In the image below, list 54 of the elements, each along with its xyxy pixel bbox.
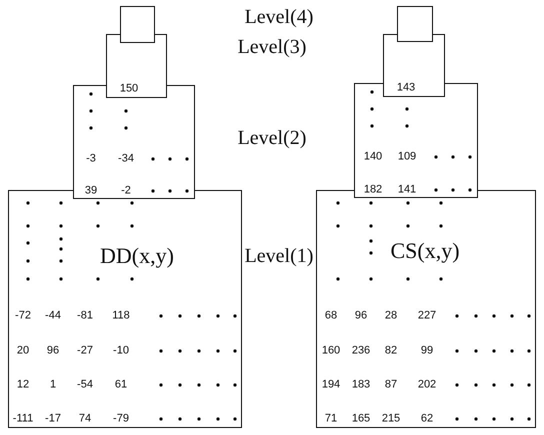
number: 74 (78, 414, 92, 424)
number: 141 (398, 184, 416, 196)
level-box (383, 34, 445, 97)
number: 165 (352, 414, 370, 424)
number: -3 (86, 154, 96, 164)
number: 143 (396, 82, 416, 94)
number: -54 (77, 380, 93, 390)
number: 61 (114, 380, 128, 390)
number: 109 (398, 152, 416, 162)
empty-box (120, 6, 155, 43)
number: 99 (420, 346, 434, 356)
matrix-label: DD(x,y) (100, 245, 174, 267)
number: 183 (352, 380, 370, 390)
number: -79 (113, 414, 129, 424)
number: 118 (112, 310, 130, 322)
number: 87 (384, 380, 398, 390)
number: 182 (364, 184, 382, 196)
number: 82 (384, 346, 398, 356)
number: 68 (324, 310, 338, 322)
number: -34 (118, 154, 134, 164)
number: 96 (46, 346, 60, 356)
level-box (106, 34, 167, 98)
number: 39 (84, 186, 98, 196)
level-label: Level(2) (238, 128, 306, 148)
empty-box (397, 6, 433, 42)
number: 202 (418, 380, 436, 390)
number: 20 (16, 346, 30, 356)
number: 236 (352, 346, 370, 356)
level-box (354, 83, 478, 198)
number: -10 (113, 346, 129, 356)
number: 12 (16, 380, 30, 390)
number: 96 (354, 310, 368, 322)
number: 62 (420, 414, 434, 424)
level-label: Level(4) (244, 7, 314, 27)
number: 140 (364, 152, 382, 162)
matrix-label: CS(x,y) (390, 240, 460, 262)
level-label: Level(3) (238, 37, 306, 57)
number: -2 (121, 186, 131, 196)
number: -44 (45, 310, 61, 322)
number: 28 (384, 310, 398, 322)
number: 215 (382, 414, 400, 424)
number: 71 (324, 414, 338, 424)
number: -72 (15, 310, 31, 322)
number: 1 (50, 380, 56, 390)
number: 194 (322, 380, 340, 390)
number: 150 (120, 84, 138, 94)
number: -17 (45, 414, 61, 424)
number: -111 (12, 414, 34, 424)
level-box (73, 85, 195, 199)
number: -81 (77, 310, 93, 322)
number: -27 (77, 346, 93, 356)
level-label: Level(1) (244, 246, 314, 266)
number: 227 (418, 310, 436, 322)
number: 160 (322, 346, 340, 356)
